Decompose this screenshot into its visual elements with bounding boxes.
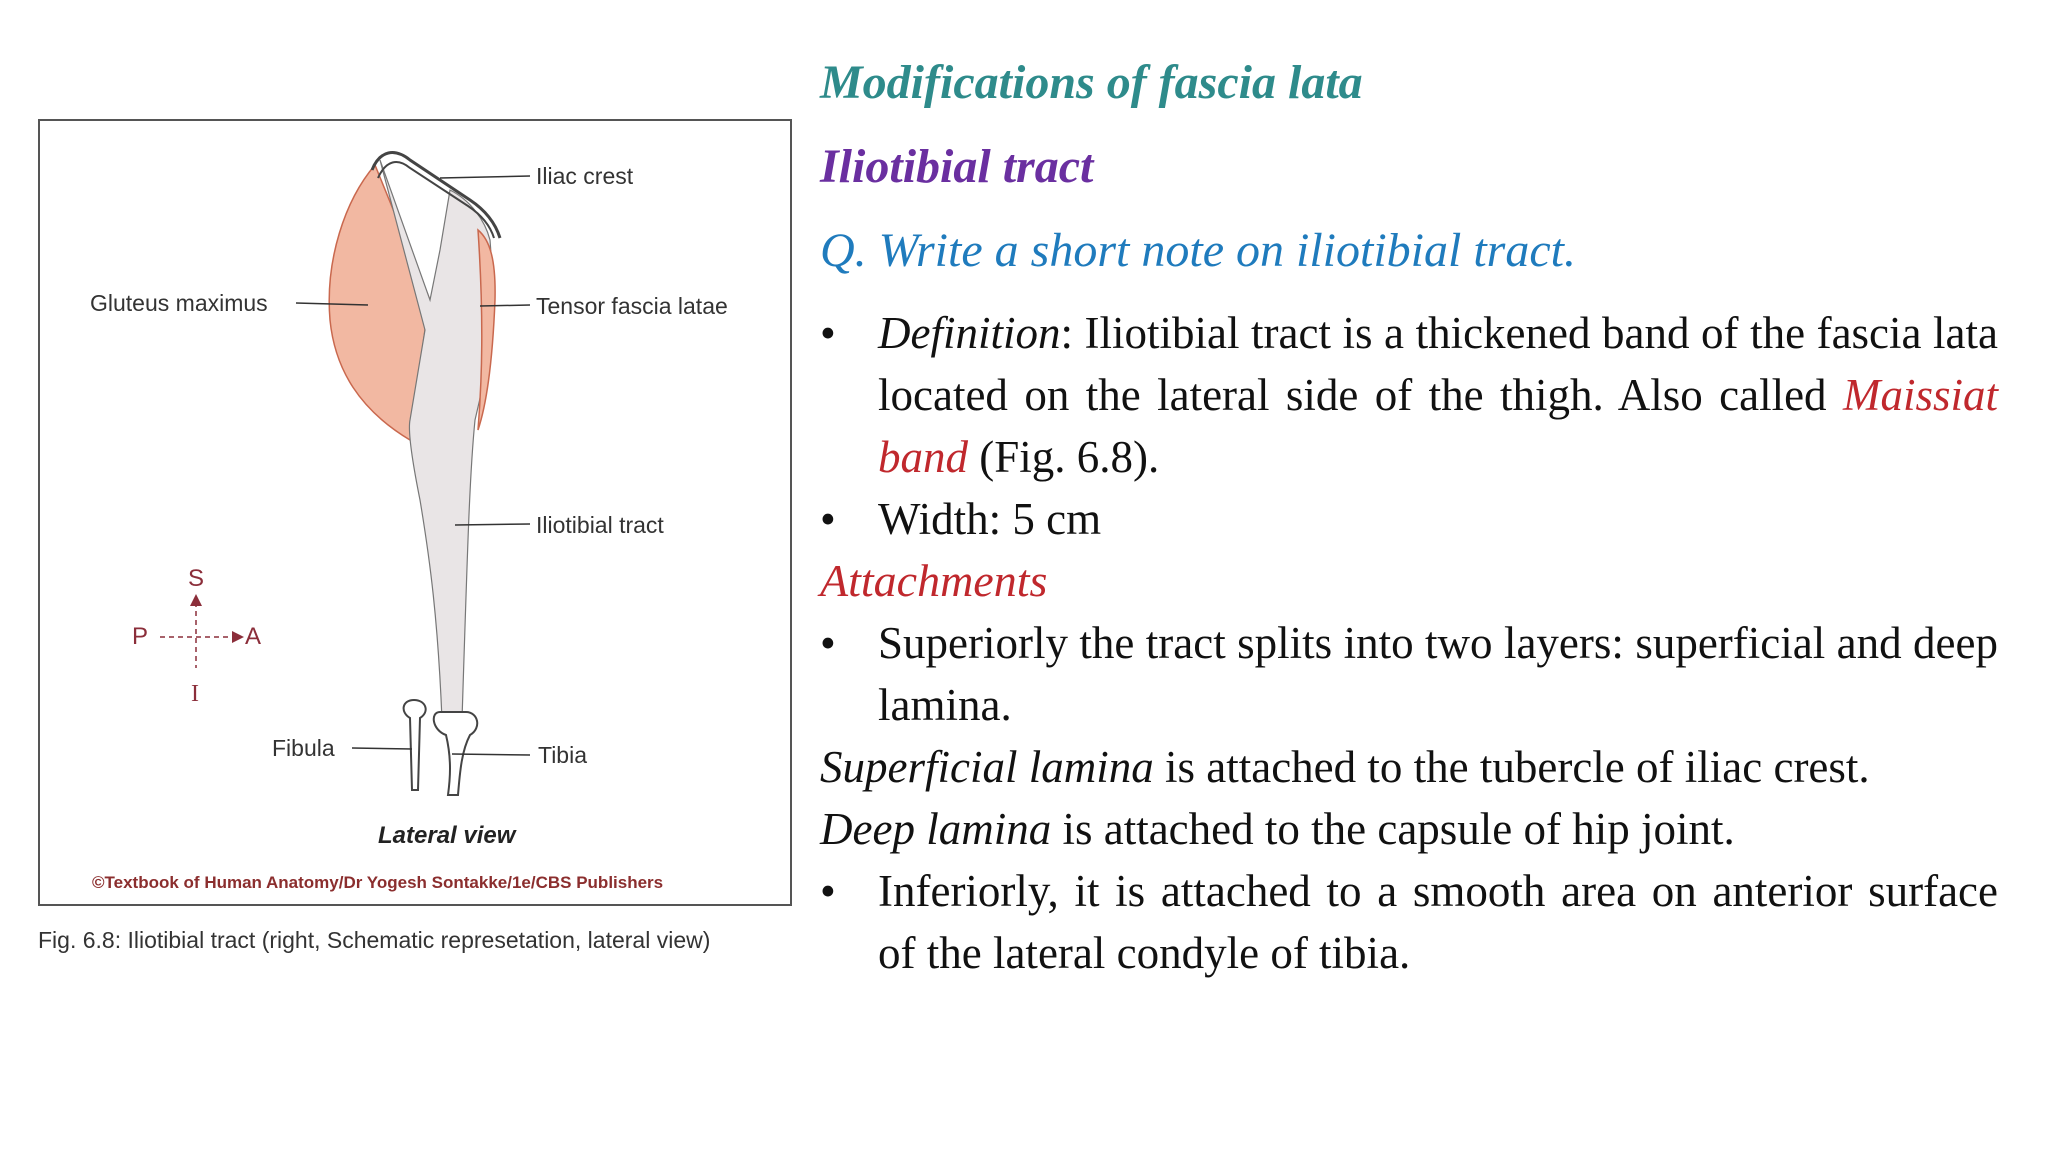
definition-end: (Fig. 6.8). xyxy=(968,432,1160,482)
label-gluteus-maximus: Gluteus maximus xyxy=(90,290,268,316)
compass-anterior: A xyxy=(245,623,262,650)
superiorly-bullet: • Superiorly the tract splits into two la… xyxy=(820,612,1998,736)
deep-lamina-text: is attached to the capsule of hip joint. xyxy=(1051,804,1735,854)
label-fibula: Fibula xyxy=(272,735,335,761)
compass-posterior: P xyxy=(132,623,149,650)
gluteus-maximus-shape xyxy=(328,163,431,442)
compass-inferior: I xyxy=(191,681,199,707)
inferiorly-bullet: • Inferiorly, it is attached to a smooth … xyxy=(820,860,1998,984)
compass-superior: S xyxy=(188,565,205,592)
superficial-lamina-text: is attached to the tubercle of iliac cre… xyxy=(1153,742,1870,792)
definition-bullet: • Definition: Iliotibial tract is a thick… xyxy=(820,302,1998,488)
width-text: Width: 5 cm xyxy=(878,494,1102,544)
copyright-notice: ©Textbook of Human Anatomy/Dr Yogesh Son… xyxy=(92,873,664,892)
maissiat-band-highlight: Maissiat band xyxy=(878,370,1998,482)
inferiorly-text: Inferiorly, it is attached to a smooth a… xyxy=(878,866,1998,978)
question-text: Q. Write a short note on iliotibial trac… xyxy=(820,224,1576,277)
deep-lamina-term: Deep lamina xyxy=(820,804,1052,854)
deep-lamina-paragraph: Deep lamina is attached to the capsule o… xyxy=(820,798,1998,860)
bullet-marker: • xyxy=(820,308,836,358)
view-label: Lateral view xyxy=(378,822,516,849)
label-tensor-fascia-latae: Tensor fascia latae xyxy=(536,293,728,319)
fibula-shape xyxy=(402,698,427,791)
text-column: Modifications of fascia lata Iliotibial … xyxy=(820,50,1998,984)
iliotibial-tract-illustration xyxy=(160,151,531,796)
section-subheading: Iliotibial tract xyxy=(820,140,1094,193)
label-iliac-crest: Iliac crest xyxy=(536,163,634,189)
label-tibia: Tibia xyxy=(538,742,587,768)
superficial-lamina-paragraph: Superficial lamina is attached to the tu… xyxy=(820,736,1998,798)
section-heading: Modifications of fascia lata xyxy=(820,56,1363,109)
tensor-fascia-latae-shape xyxy=(477,228,496,431)
superiorly-text: Superiorly the tract splits into two lay… xyxy=(878,618,1998,730)
bullet-marker: • xyxy=(820,866,836,916)
iliac-crest-shape xyxy=(370,151,502,239)
iliotibial-tract-shape xyxy=(379,159,493,721)
superficial-lamina-term: Superficial lamina xyxy=(820,742,1154,792)
definition-term: Definition xyxy=(878,308,1061,358)
width-bullet: • Width: 5 cm xyxy=(820,488,1998,550)
definition-text: : Iliotibial tract is a thickened band o… xyxy=(878,308,1998,420)
attachments-heading: Attachments xyxy=(820,555,1048,606)
bullet-marker: • xyxy=(820,494,836,544)
figure-caption: Fig. 6.8: Iliotibial tract (right, Schem… xyxy=(38,927,711,953)
label-iliotibial-tract: Iliotibial tract xyxy=(536,512,664,538)
bullet-marker: • xyxy=(820,618,836,668)
